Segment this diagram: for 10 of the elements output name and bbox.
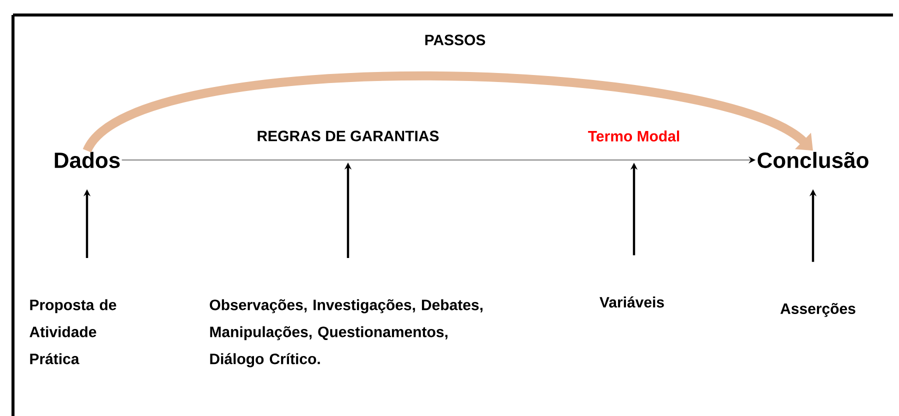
edge-label: PASSOS	[425, 34, 486, 46]
assertions-text: Asserções	[780, 303, 856, 317]
data-label: Dados	[54, 152, 120, 168]
warrant-label: REGRAS DE GARANTIAS	[258, 130, 439, 142]
source-text: Proposta de Atividade Prática	[30, 299, 116, 364]
modal-term-label: Termo Modal	[588, 130, 680, 142]
variables-text: Variáveis	[600, 296, 664, 308]
curved-arrow	[84, 71, 813, 154]
conclusion-label: Conclusão	[758, 152, 868, 168]
activity-text: Observações, Investigações, Debates, Manipulações, Questionamentos, Diálogo Crítico.	[210, 299, 482, 368]
